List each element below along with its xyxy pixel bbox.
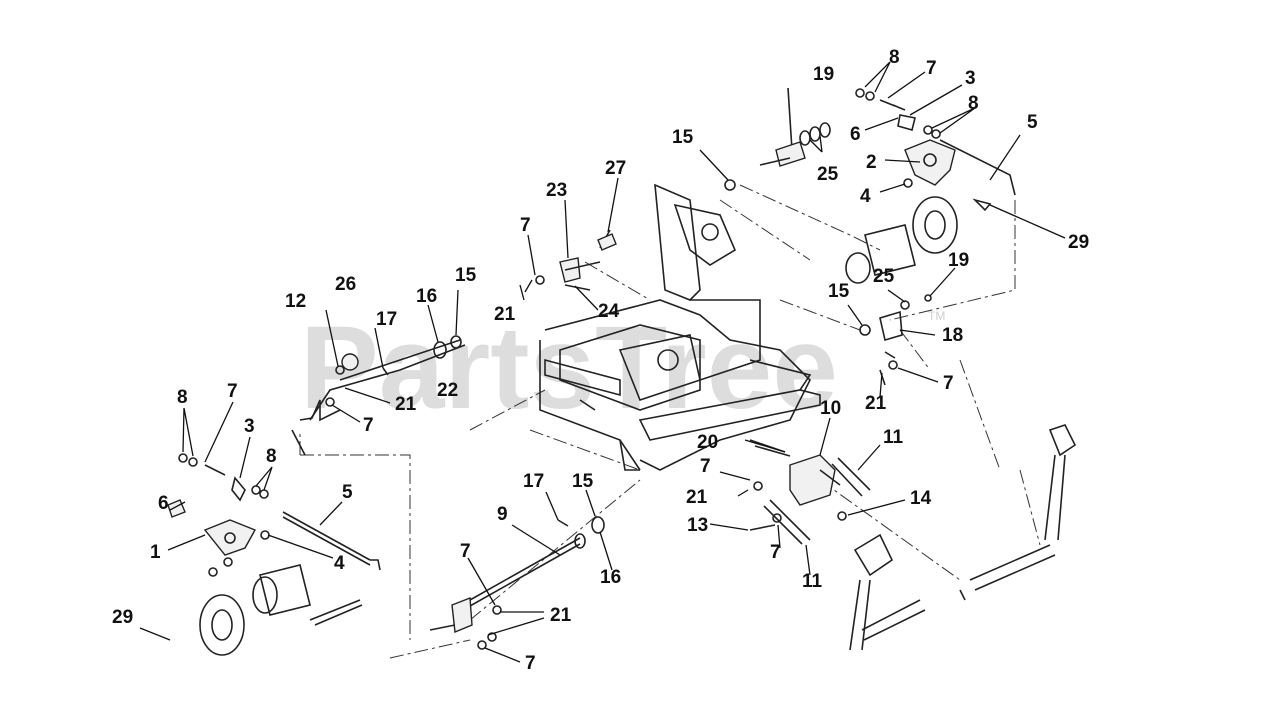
lower-center-parts (429, 516, 605, 650)
callout: 1 (150, 542, 161, 563)
callout: 16 (416, 286, 437, 307)
callout: 5 (1027, 112, 1038, 133)
callout-labels: 8 7 3 19 6 8 15 5 2 25 4 27 23 29 7 26 2… (112, 47, 1089, 674)
callout: 22 (437, 380, 458, 401)
callout: 18 (942, 325, 963, 346)
callout: 15 (828, 281, 850, 302)
callout: 7 (525, 653, 536, 674)
callout: 19 (813, 64, 834, 85)
leader-lines (139, 61, 1066, 663)
callout: 14 (910, 488, 932, 509)
callout: 26 (335, 274, 356, 295)
callout: 7 (460, 541, 471, 562)
callout: 23 (546, 180, 567, 201)
callout: 7 (363, 415, 374, 436)
callout: 13 (687, 515, 708, 536)
callout: 2 (866, 152, 877, 173)
callout: 8 (968, 93, 979, 114)
callout: 15 (572, 471, 594, 492)
callout: 15 (455, 265, 477, 286)
main-frame (539, 183, 821, 471)
callout: 5 (342, 482, 353, 503)
callout: 10 (820, 398, 841, 419)
callout: 7 (926, 58, 937, 79)
callout: 17 (523, 471, 544, 492)
callout: 21 (550, 605, 572, 626)
callout: 7 (227, 381, 238, 402)
callout: 3 (965, 68, 976, 89)
center-left-parts (291, 229, 617, 456)
callout: 24 (598, 301, 620, 322)
callout: 19 (948, 250, 969, 271)
callout: 4 (334, 553, 345, 574)
callout: 29 (1068, 232, 1089, 253)
watermark-trademark: TM (928, 309, 945, 323)
callout: 21 (686, 487, 708, 508)
callout: 7 (700, 456, 711, 477)
callout: 8 (889, 47, 900, 68)
callout: 12 (285, 291, 306, 312)
callout: 15 (672, 127, 694, 148)
callout: 6 (850, 124, 861, 145)
callout: 29 (112, 607, 133, 628)
callout: 7 (943, 373, 954, 394)
callout: 3 (244, 416, 255, 437)
lower-right-parts (749, 424, 1077, 651)
callout: 16 (600, 567, 621, 588)
callout: 17 (376, 309, 397, 330)
assembly-lines (299, 184, 1041, 659)
callout: 25 (873, 266, 895, 287)
callout: 25 (817, 164, 839, 185)
callout: 20 (697, 432, 718, 453)
callout: 11 (802, 571, 823, 592)
callout: 8 (266, 446, 277, 467)
callout: 21 (494, 304, 516, 325)
callout: 21 (395, 394, 417, 415)
callout: 8 (177, 387, 188, 408)
callout: 7 (520, 215, 531, 236)
callout: 6 (158, 493, 169, 514)
callout: 4 (860, 186, 871, 207)
callout: 27 (605, 158, 626, 179)
callout: 21 (865, 393, 887, 414)
callout: 7 (770, 542, 781, 563)
callout: 11 (883, 427, 904, 448)
callout: 9 (497, 504, 508, 525)
upper-right-parts (724, 87, 1016, 386)
